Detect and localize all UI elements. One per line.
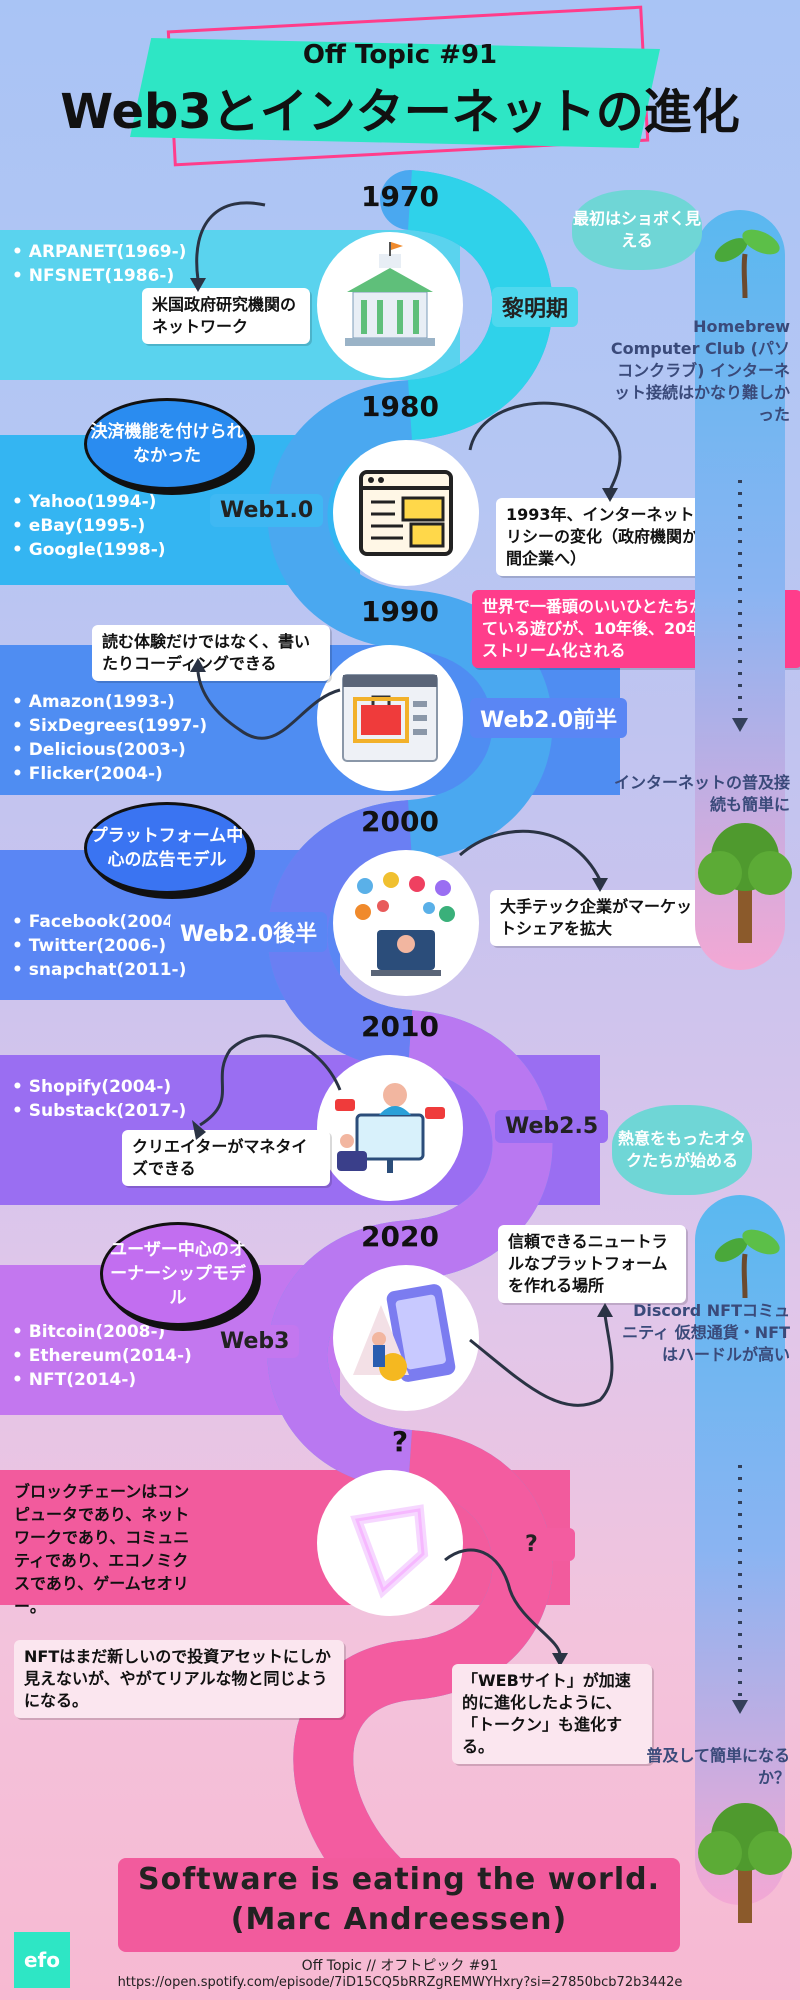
side-text: Discord NFTコミュニティ 仮想通貨・NFTはハードルが高い — [622, 1301, 790, 1364]
logo: efo — [14, 1932, 70, 1988]
list-item: Facebook(2004-) — [12, 910, 189, 934]
list-item: Twitter(2006-) — [12, 934, 189, 958]
nft-note: NFTはまだ新しいので投資アセットにしか見えないが、やがてリアルな物と同じように… — [14, 1640, 344, 1718]
list-item: Yahoo(1994-) — [12, 490, 166, 514]
social-media-icon — [333, 850, 479, 996]
header-subtitle: Off Topic #91 — [302, 40, 498, 70]
era-tag: Web2.0後半 — [170, 912, 328, 952]
note: 読む体験だけではなく、書いたりコーディングできる — [92, 625, 330, 681]
logo-text: efo — [23, 1948, 60, 1972]
list-item: Amazon(1993-) — [12, 690, 207, 714]
header-banner — [130, 38, 660, 148]
nft-icon — [333, 1265, 479, 1411]
note: 信頼できるニュートラルなプラットフォームを作れる場所 — [498, 1225, 686, 1303]
government-building-icon — [317, 232, 463, 378]
side-text: Homebrew Computer Club (パソコンクラブ) インターネット… — [610, 317, 790, 424]
list-item: Shopify(2004-) — [12, 1075, 186, 1099]
footer-title: Off Topic // オフトピック #91 — [301, 1958, 499, 1974]
list-item: SixDegrees(1997-) — [12, 714, 207, 738]
shopping-page-icon — [317, 645, 463, 791]
list-item: ARPANET(1969-) — [12, 240, 187, 264]
year-label: 2000 — [361, 805, 439, 838]
year-label: 1970 — [361, 180, 439, 213]
list-item: snapchat(2011-) — [12, 958, 189, 982]
speech-bubble: 決済機能を付けられなかった — [84, 398, 250, 490]
footer-link[interactable]: https://open.spotify.com/episode/7iD15CQ… — [117, 1975, 683, 1990]
website-note: 「WEBサイト」が加速的に進化したように、「トークン」も進化する。 — [452, 1664, 652, 1764]
tree-icon — [698, 1803, 792, 1923]
side-text: 普及して簡単になるか？ — [646, 1746, 790, 1787]
cloud-note: 熱意をもったオタクたちが始める — [612, 1105, 752, 1195]
list-item: eBay(1995-) — [12, 514, 166, 538]
era-tag: ? — [515, 1528, 575, 1561]
quote-line: Software is eating the world. — [138, 1862, 660, 1897]
year-label: 2020 — [361, 1220, 439, 1253]
era-tag: Web3 — [210, 1325, 300, 1358]
note: クリエイターがマネタイズできる — [122, 1130, 330, 1186]
sprout-icon — [714, 1229, 780, 1299]
web-page-icon — [333, 440, 479, 586]
side-text: インターネットの普及接続も簡単に — [613, 773, 790, 814]
page-title: Web3とインターネットの進化 — [60, 84, 740, 140]
list-item: Substack(2017-) — [12, 1099, 187, 1123]
speech-bubble: プラットフォーム中心の広告モデル — [84, 802, 250, 894]
list-item: NFT(2014-) — [12, 1368, 192, 1392]
list-item: NFSNET(1986-) — [12, 264, 186, 288]
note: 米国政府研究機関のネットワーク — [142, 288, 310, 344]
cloud-note: 最初はショボく見える — [572, 190, 702, 270]
year-label: 2010 — [361, 1010, 439, 1043]
year-label: 1990 — [361, 595, 439, 628]
list-item: Google(1998-) — [12, 538, 166, 562]
list-item: Ethereum(2014-) — [12, 1344, 192, 1368]
list-item: Delicious(2003-) — [12, 738, 207, 762]
year-label: 1980 — [361, 390, 439, 423]
creator-icon — [317, 1055, 463, 1201]
year-label: ? — [391, 1425, 409, 1458]
quote-box — [118, 1858, 680, 1952]
era-tag: Web1.0 — [210, 494, 324, 527]
diamond-icon — [317, 1470, 463, 1616]
sprout-icon — [714, 229, 780, 299]
note: 大手テック企業がマーケットシェアを拡大 — [490, 890, 710, 946]
list-item: Bitcoin(2008-) — [12, 1320, 192, 1344]
era-tag: Web2.0前半 — [470, 698, 628, 738]
era-tag: 黎明期 — [492, 287, 579, 327]
quote-author: (Marc Andreessen) — [230, 1902, 568, 1937]
list-item: Flicker(2004-) — [12, 762, 207, 786]
era-tag: Web2.5 — [495, 1110, 609, 1143]
tree-icon — [698, 823, 792, 943]
blockchain-text: ブロックチェーンはコンピュータであり、ネットワークであり、コミュニティであり、エ… — [14, 1482, 190, 1616]
speech-bubble: ユーザー中心のオーナーシップモデル — [100, 1222, 256, 1326]
